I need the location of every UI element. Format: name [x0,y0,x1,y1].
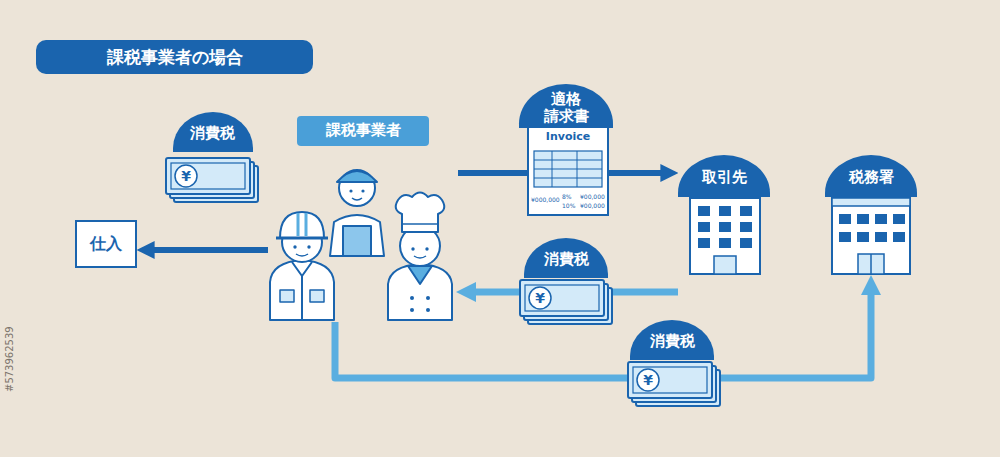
yen-symbol: ¥ [530,289,550,307]
dome-header: 取引先 [678,155,770,197]
tax-rate: 8% [562,193,572,200]
tax-rate: 10% [562,202,575,209]
node-text: 消費税 [650,333,695,350]
node-text: 適格 請求書 [543,91,590,126]
node-text: 課税事業者 [326,122,401,139]
yen-symbol: ¥ [638,371,658,389]
dome-header: 消費税 [173,112,253,152]
title-text: 課税事業者の場合 [107,46,243,69]
dome-header: 消費税 [524,238,608,278]
invoice-document [528,127,608,215]
tax-money-node: 消費税 [624,320,720,408]
dome-header: 税務署 [825,155,917,197]
office-building [690,198,760,274]
dome-header: 適格 請求書 [519,84,613,128]
banknote-stack [520,280,612,324]
node-text: 取引先 [702,169,747,186]
invoice-heading: Invoice [528,130,608,143]
purchase-box: 仕入 [75,220,137,268]
business-group: 課税事業者 [268,116,458,322]
box-frame: 仕入 [75,220,137,268]
label-pill: 課税事業者 [297,116,429,146]
banknote-stack [628,362,720,406]
node-text: 消費税 [544,251,589,268]
banknote-stack [166,158,258,202]
invoice-total: ¥000,000 [531,196,560,203]
staff-figures [270,170,452,320]
title-band: 課税事業者の場合 [36,40,313,74]
node-text: 税務署 [849,169,894,186]
dome-header: 消費税 [630,320,714,360]
tax-money-node: 消費税 [160,112,265,212]
tax-money-node: 消費税 [516,238,616,326]
tax-amount: ¥00,000 [580,202,605,209]
client-node: 取引先 [678,155,770,277]
stock-id-watermark: #573962539 [4,326,16,392]
tax-office-node: 税務署 [825,155,917,277]
flow-arrow [151,247,268,253]
tax-office-building [832,198,910,274]
node-text: 仕入 [90,235,122,253]
node-text: 消費税 [190,125,235,142]
tax-amount: ¥00,000 [580,193,605,200]
yen-symbol: ¥ [176,167,196,185]
